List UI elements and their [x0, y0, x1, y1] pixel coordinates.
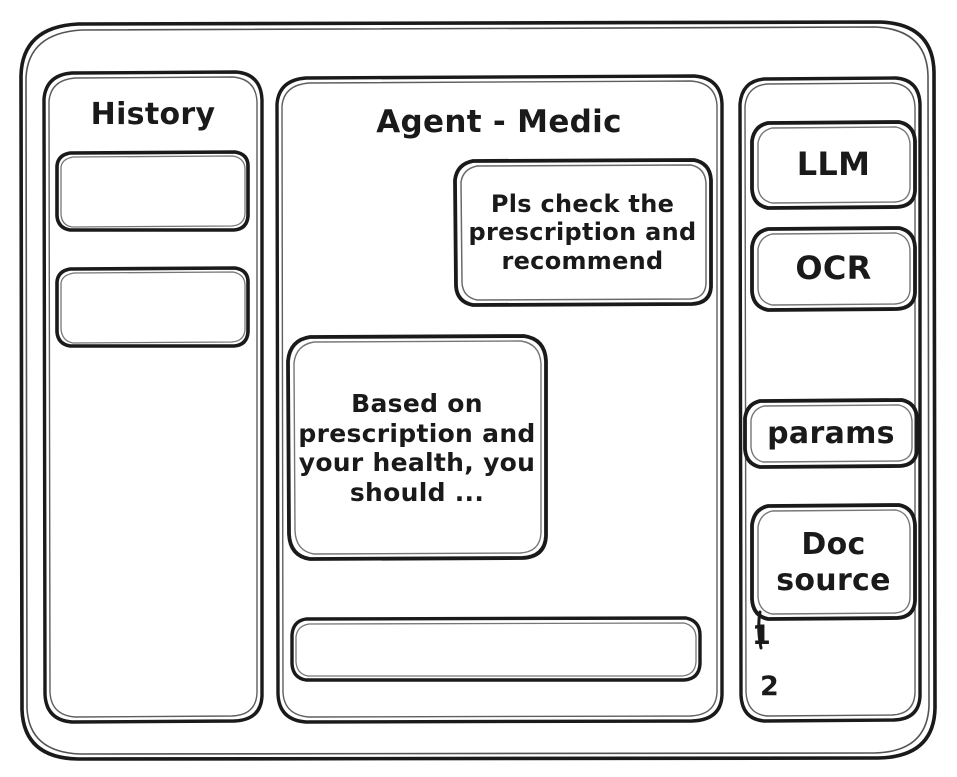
tool-params-label: params — [767, 415, 895, 451]
message-composer-input[interactable] — [292, 618, 700, 680]
tool-button-ocr[interactable]: OCR — [752, 228, 915, 310]
user-message-text: Pls check the prescription and recommend — [468, 190, 697, 275]
assistant-message-text: Based on prescription and your health, y… — [298, 389, 536, 507]
doc-source-marker-2: 2 — [760, 671, 780, 703]
tool-ocr-label: OCR — [795, 249, 872, 288]
tool-llm-label: LLM — [796, 145, 871, 184]
history-list-item[interactable] — [57, 152, 248, 230]
user-message-bubble: Pls check the prescription and recommend — [455, 160, 710, 305]
history-panel-title: History — [90, 97, 216, 133]
assistant-message-bubble: Based on prescription and your health, y… — [288, 336, 546, 560]
tool-button-params[interactable]: params — [745, 400, 917, 467]
doc-source-marker-1: 1 — [752, 620, 772, 652]
history-list-item[interactable] — [57, 268, 248, 346]
agent-panel-title: Agent - Medic — [376, 103, 622, 140]
tool-button-llm[interactable]: LLM — [752, 122, 915, 208]
tool-button-doc-source[interactable]: Doc source — [752, 505, 915, 620]
tool-doc-source-label: Doc source — [776, 527, 891, 598]
